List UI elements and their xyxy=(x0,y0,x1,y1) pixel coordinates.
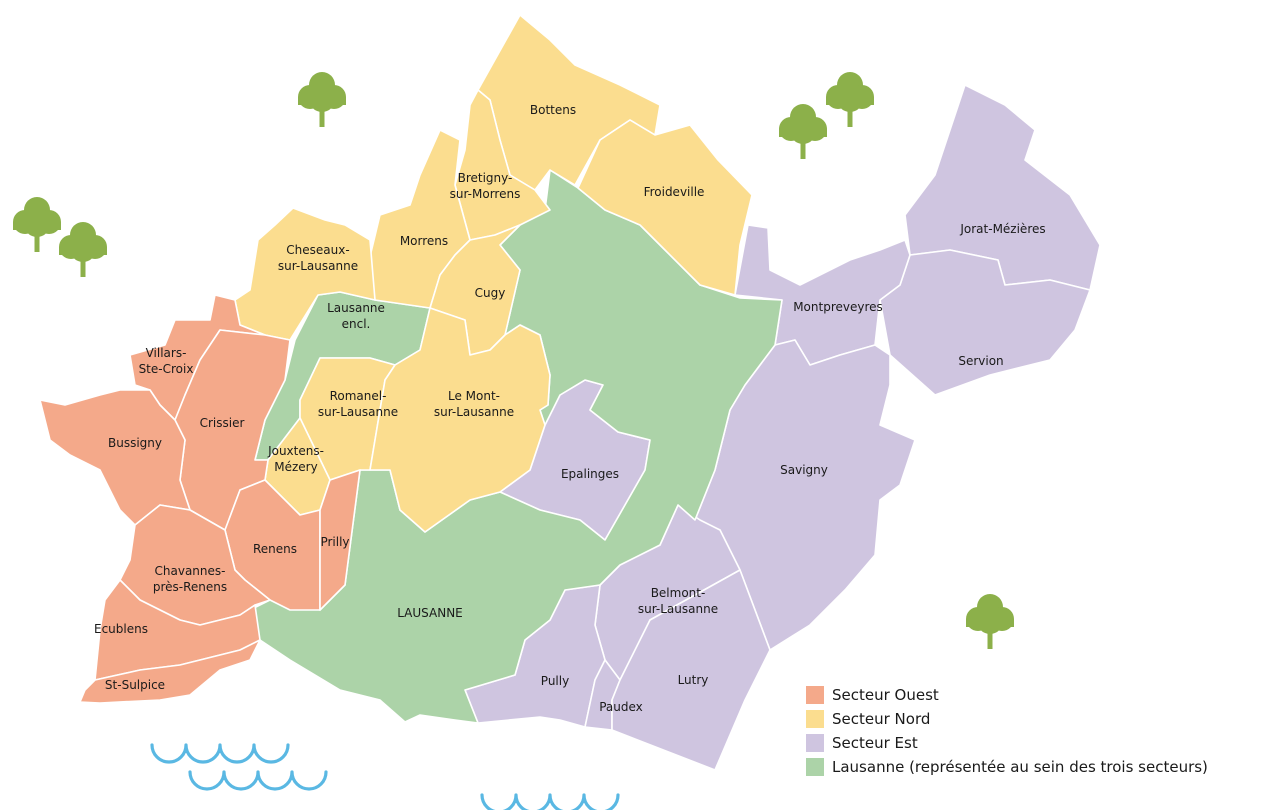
wave-line xyxy=(188,770,328,791)
label-romanel: Romanel-sur-Lausanne xyxy=(318,389,398,419)
label-bottens: Bottens xyxy=(530,103,576,117)
legend-item-lausanne: Lausanne (représentée au sein des trois … xyxy=(806,755,1271,779)
region-bussigny[interactable] xyxy=(39,389,191,526)
legend-swatch xyxy=(806,758,824,776)
lake-waves xyxy=(150,743,620,810)
region-froideville[interactable] xyxy=(577,119,753,296)
label-villars: Villars-Ste-Croix xyxy=(139,346,194,376)
label-mont: Le Mont-sur-Lausanne xyxy=(434,389,514,419)
label-servion: Servion xyxy=(958,354,1003,368)
label-epalinges: Epalinges xyxy=(561,467,619,481)
label-stsulpice: St-Sulpice xyxy=(105,678,165,692)
tree-icon xyxy=(966,594,1014,649)
label-froideville: Froideville xyxy=(644,185,705,199)
label-jorat: Jorat-Mézières xyxy=(959,222,1045,236)
region-prilly[interactable] xyxy=(319,469,361,611)
legend-label: Secteur Est xyxy=(832,734,918,752)
label-cheseaux: Cheseaux-sur-Lausanne xyxy=(278,243,358,273)
label-belmont: Belmont-sur-Lausanne xyxy=(638,586,718,616)
region-romanel[interactable] xyxy=(299,357,396,481)
label-montpreveyres: Montpreveyres xyxy=(793,300,883,314)
tree-icon xyxy=(59,222,107,277)
label-bretigny: Bretigny-sur-Morrens xyxy=(450,171,521,201)
region-stsulpice[interactable] xyxy=(79,639,261,704)
legend-label: Secteur Nord xyxy=(832,710,931,728)
legend-swatch xyxy=(806,686,824,704)
tree-icon xyxy=(298,72,346,127)
label-pully: Pully xyxy=(541,674,569,688)
wave-line xyxy=(480,793,620,810)
label-crissier: Crissier xyxy=(200,416,245,430)
label-paudex: Paudex xyxy=(599,700,643,714)
label-cugy: Cugy xyxy=(475,286,506,300)
wave-line xyxy=(150,743,290,764)
legend-swatch xyxy=(806,710,824,728)
label-lausanne: LAUSANNE xyxy=(397,606,463,620)
label-chavannes: Chavannes-près-Renens xyxy=(153,564,227,594)
tree-icon xyxy=(779,104,827,159)
label-jouxtens: Jouxtens-Mézery xyxy=(267,444,324,474)
legend-item-nord: Secteur Nord xyxy=(806,707,1271,731)
legend-label: Lausanne (représentée au sein des trois … xyxy=(832,758,1208,776)
label-bussigny: Bussigny xyxy=(108,436,162,450)
legend-item-ouest: Secteur Ouest xyxy=(806,683,1271,707)
label-prilly: Prilly xyxy=(320,535,349,549)
label-lutry: Lutry xyxy=(678,673,709,687)
region-mont[interactable] xyxy=(369,307,551,533)
legend-item-est: Secteur Est xyxy=(806,731,1271,755)
tree-icons xyxy=(13,72,1014,649)
label-renens: Renens xyxy=(253,542,297,556)
label-savigny: Savigny xyxy=(780,463,828,477)
tree-icon xyxy=(13,197,61,252)
label-morrens: Morrens xyxy=(400,234,448,248)
region-lutry[interactable] xyxy=(611,569,771,771)
region-servion[interactable] xyxy=(879,249,1091,396)
tree-icon xyxy=(826,72,874,127)
legend-label: Secteur Ouest xyxy=(832,686,939,704)
label-ecublens: Ecublens xyxy=(94,622,148,636)
legend-swatch xyxy=(806,734,824,752)
